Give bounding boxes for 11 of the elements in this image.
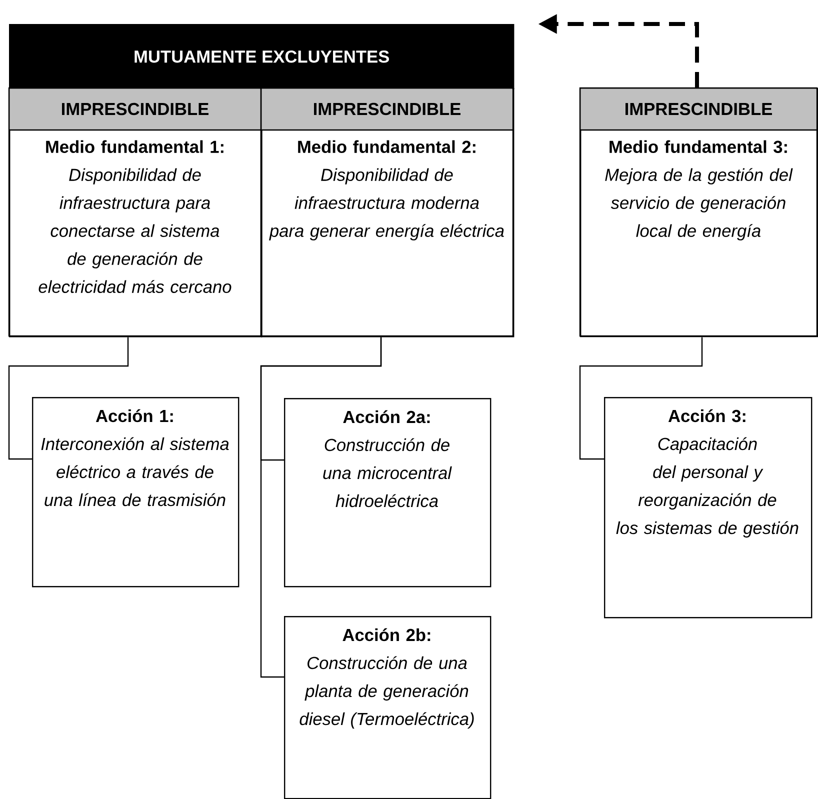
action-box: Acción 2b: Construcción de una planta de generación diesel (Termoeléctrica) bbox=[284, 616, 492, 799]
action-box: Acción 2a: Construcción de una microcentral hidroeléctrica bbox=[284, 398, 492, 588]
connector-line bbox=[8, 337, 129, 460]
action-box: Acción 3: Capacitación del personal y reorganización de los sistemas de gestión bbox=[604, 397, 812, 618]
action-box: Acción 1: Interconexión al sistema eléctrico a través de una línea de trasmisión bbox=[32, 397, 240, 588]
header-box: MUTUAMENTE EXCLUYENTES bbox=[9, 24, 514, 90]
means-box: IMPRESCINDIBLE Medio fundamental 3: Mejora de la gestión del servicio de generación local de energía bbox=[579, 87, 818, 338]
connector-line bbox=[579, 337, 703, 460]
means-box: IMPRESCINDIBLE Medio fundamental 2: Disponibilidad de infraestructura moderna para generar energía eléctrica bbox=[260, 87, 514, 338]
connector-line bbox=[260, 337, 382, 678]
means-box: IMPRESCINDIBLE Medio fundamental 1: Disponibilidad de infraestructura para conectarse al sistema de generación de electricidad más cercano bbox=[8, 87, 262, 338]
